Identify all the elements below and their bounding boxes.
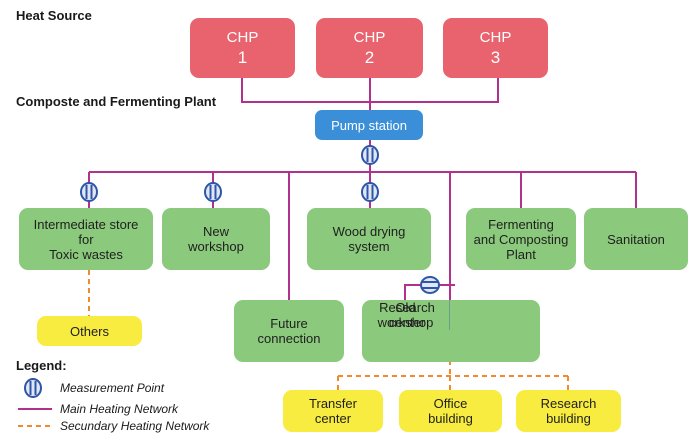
chp-1-box: CHP 1 <box>190 18 295 78</box>
legend-main-label: Main Heating Network <box>60 402 179 416</box>
chp-2-box: CHP 2 <box>316 18 423 78</box>
legend-measurement-icon <box>24 378 42 398</box>
box-text-line: Sanitation <box>607 231 665 247</box>
fermenting-box: Fermenting and Composting Plant <box>466 208 576 270</box>
heat-source-label: Heat Source <box>16 8 92 23</box>
measurement-point-icon <box>80 182 98 202</box>
box-text-line: Toxic wastes <box>49 246 123 262</box>
transfer-center-box: Transfer center <box>283 390 383 432</box>
measurement-point-icon <box>204 182 222 202</box>
measurement-point-icon <box>361 145 379 165</box>
chp-name: CHP <box>353 29 386 46</box>
legend-measurement-label: Measurement Point <box>60 381 165 395</box>
box-text-line: building <box>428 411 473 426</box>
box-text-line: center <box>388 315 426 330</box>
box-text-line: Research <box>540 396 597 411</box>
box-text-line: center <box>314 411 352 426</box>
box-text-line: New <box>202 224 229 239</box>
box-text-line: Plant <box>506 246 536 262</box>
box-text-line: connection <box>257 331 321 346</box>
pump-station-label: Pump station <box>331 117 407 133</box>
chp-name: CHP <box>479 29 512 46</box>
wood-drying-box: Wood drying system <box>307 208 431 270</box>
box-text-line: and Composting <box>473 231 569 247</box>
office-building-box: Office building <box>399 390 502 432</box>
legend-secondary-label: Secundary Heating Network <box>60 419 210 433</box>
others-box: Others <box>37 316 142 346</box>
box-text-line: Wood drying <box>332 224 406 239</box>
chp-number: 1 <box>237 48 248 67</box>
legend-title: Legend: <box>16 358 67 373</box>
box-text-line: Old <box>395 300 416 315</box>
box-text-line: system <box>348 239 390 254</box>
research-center-section: Research center <box>362 300 452 330</box>
box-text-line: Transfer <box>309 396 357 411</box>
box-text-line: Intermediate store <box>33 216 139 232</box>
box-text-line: Others <box>69 323 109 339</box>
pump-station-box: Pump station <box>315 110 423 140</box>
new-workshop-box: New workshop <box>162 208 270 270</box>
intermediate-store-box: Intermediate store for Toxic wastes <box>19 208 153 270</box>
plant-label: Composte and Fermenting Plant <box>16 94 217 109</box>
old-workshop-section: Old workshop <box>362 300 450 330</box>
chp-number: 3 <box>490 48 501 67</box>
box-text-line: Office <box>433 396 468 411</box>
future-connection-box: Future connection <box>234 300 344 362</box>
chp-3-box: CHP 3 <box>443 18 548 78</box>
box-text-line: workshop <box>377 315 434 330</box>
box-text-line: workshop <box>188 239 244 254</box>
research-building-box: Research building <box>516 390 621 432</box>
measurement-point-icon <box>420 276 440 294</box>
secondary-heating-network <box>88 270 569 390</box>
workshop-center-box: Old workshop Research center <box>362 300 540 362</box>
chp-name: CHP <box>226 29 259 46</box>
box-text-line: Fermenting <box>488 216 554 232</box>
sanitation-box: Sanitation <box>584 208 688 270</box>
box-text-line: for <box>78 231 94 247</box>
main-heating-network <box>88 78 637 300</box>
chp-number: 2 <box>364 48 375 67</box>
box-text-line: building <box>546 411 591 426</box>
box-text-line: Future <box>270 316 308 331</box>
measurement-point-icon <box>361 182 379 202</box>
box-text-line: Research <box>379 300 435 315</box>
